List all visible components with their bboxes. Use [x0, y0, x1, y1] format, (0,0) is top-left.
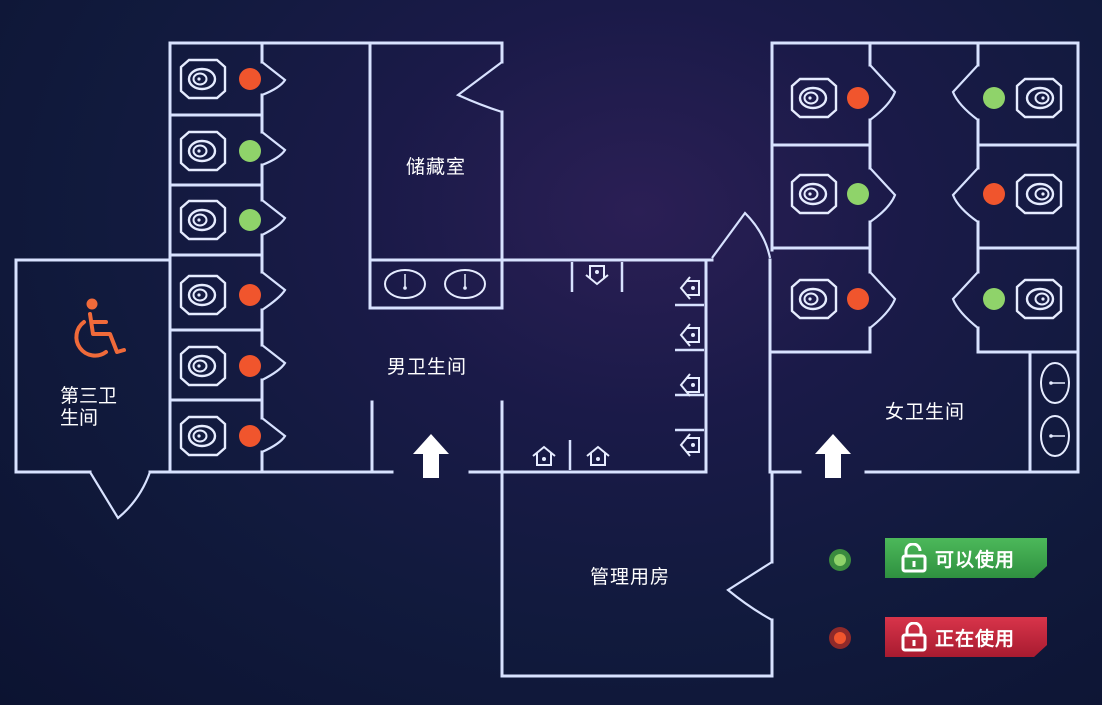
- squat-toilet-icon: [1015, 278, 1063, 320]
- womens-right-stall: [983, 173, 1063, 215]
- legend-available-badge: 可以使用: [885, 538, 1047, 578]
- womens-right-stall: [983, 77, 1063, 119]
- up-arrow-icon: [413, 434, 449, 478]
- stall-status-light-available: [239, 209, 261, 231]
- storage-room-label: 储藏室: [406, 156, 467, 178]
- squat-toilet-icon: [179, 199, 227, 241]
- womens-left-stall: [790, 278, 869, 320]
- squat-toilet-icon: [179, 130, 227, 172]
- wheelchair-icon: [74, 298, 126, 358]
- urinals: [532, 262, 704, 470]
- legend-available-dot: [829, 549, 851, 571]
- accessible-room-label: 第三卫 生间: [60, 385, 140, 429]
- squat-toilet-icon: [790, 77, 838, 119]
- stalls: [179, 58, 1063, 457]
- legend-occupied-dot: [829, 627, 851, 649]
- squat-toilet-icon: [790, 173, 838, 215]
- stall-status-light-available: [983, 87, 1005, 109]
- walls: [14, 41, 1080, 678]
- stall-status-light-occupied: [983, 183, 1005, 205]
- doors: [89, 61, 979, 621]
- squat-toilet-icon: [1015, 77, 1063, 119]
- stall-status-light-available: [847, 183, 869, 205]
- accessible-room-label-line1: 第三卫: [60, 385, 118, 407]
- squat-toilet-icon: [1015, 173, 1063, 215]
- mens-stall: [179, 58, 261, 100]
- stall-status-light-occupied: [239, 355, 261, 377]
- mens-stall: [179, 130, 261, 172]
- womens-right-stall: [983, 278, 1063, 320]
- mens-stall: [179, 199, 261, 241]
- squat-toilet-icon: [179, 58, 227, 100]
- legend-occupied-badge: 正在使用: [885, 617, 1047, 657]
- legend-occupied-label: 正在使用: [935, 627, 1016, 650]
- stall-status-light-available: [239, 140, 261, 162]
- mens-stall: [179, 415, 261, 457]
- mens-stall: [179, 274, 261, 316]
- stall-status-light-occupied: [847, 288, 869, 310]
- squat-toilet-icon: [179, 274, 227, 316]
- squat-toilet-icon: [790, 278, 838, 320]
- stall-status-light-occupied: [239, 68, 261, 90]
- stall-status-light-occupied: [847, 87, 869, 109]
- squat-toilet-icon: [179, 345, 227, 387]
- squat-toilet-icon: [179, 415, 227, 457]
- up-arrow-icon: [815, 434, 851, 478]
- management-room-label: 管理用房: [590, 566, 671, 588]
- stall-status-light-occupied: [239, 425, 261, 447]
- mens-stall: [179, 345, 261, 387]
- stall-status-light-occupied: [239, 284, 261, 306]
- unlocked-padlock-icon: [901, 543, 927, 573]
- accessible-room-label-line2: 生间: [60, 407, 99, 429]
- womens-left-stall: [790, 173, 869, 215]
- womens-left-stall: [790, 77, 869, 119]
- womens-room-label: 女卫生间: [885, 401, 966, 423]
- sinks: [384, 269, 1070, 457]
- mens-room-label: 男卫生间: [387, 356, 468, 378]
- locked-padlock-icon: [901, 622, 927, 652]
- legend-available-label: 可以使用: [935, 548, 1016, 571]
- stall-status-light-available: [983, 288, 1005, 310]
